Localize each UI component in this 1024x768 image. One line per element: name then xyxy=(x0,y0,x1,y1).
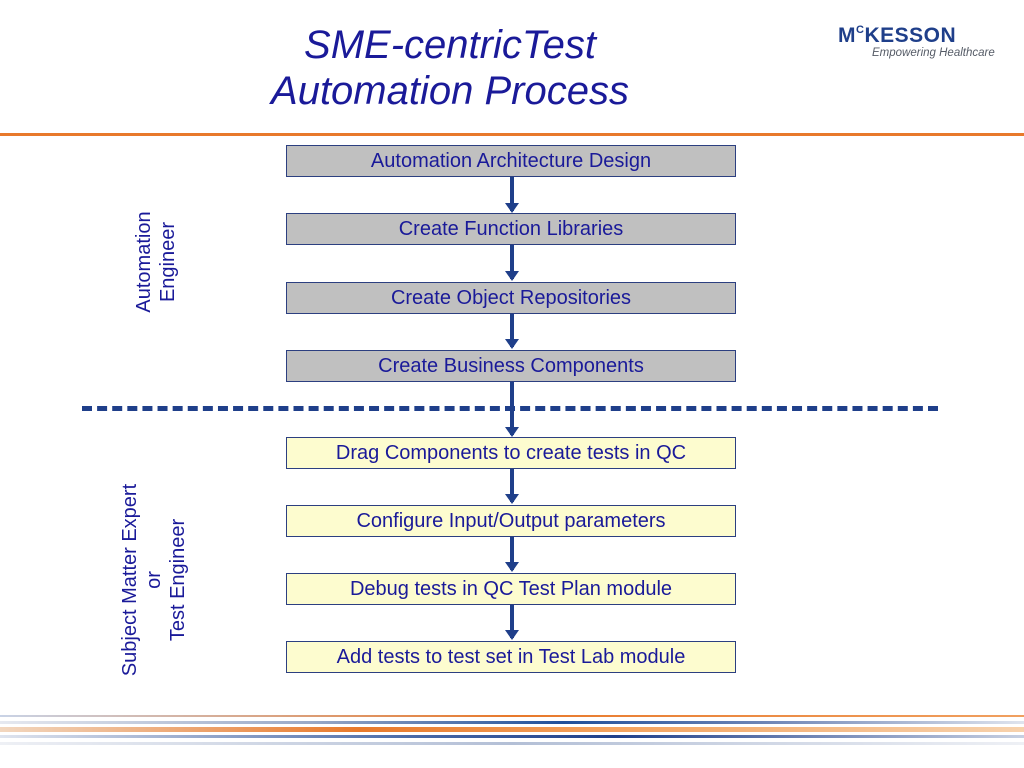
step-box-3: Create Object Repositories xyxy=(286,282,736,314)
logo-tagline: Empowering Healthcare xyxy=(872,47,995,59)
step-box-4: Create Business Components xyxy=(286,350,736,382)
mckesson-logo: MCKESSON Empowering Healthcare xyxy=(838,24,998,59)
arrow-5-6 xyxy=(505,469,519,504)
step-box-2: Create Function Libraries xyxy=(286,213,736,245)
arrow-7-8 xyxy=(505,605,519,640)
logo-name: MCKESSON xyxy=(838,24,957,47)
title-line-2: Automation Process xyxy=(271,69,629,113)
role-label-automation-engineer: Automation Engineer xyxy=(133,211,179,313)
footer-stripes xyxy=(0,715,1024,751)
step-box-1: Automation Architecture Design xyxy=(286,145,736,177)
role-label-sme-or-test-engineer: Subject Matter Expert or Test Engineer xyxy=(119,483,189,677)
step-box-7: Debug tests in QC Test Plan module xyxy=(286,573,736,605)
title-line-1: SME-centricTest xyxy=(304,23,596,67)
step-box-6: Configure Input/Output parameters xyxy=(286,505,736,537)
slide-title: SME-centricTest Automation Process xyxy=(200,22,700,114)
arrow-6-7 xyxy=(505,537,519,572)
header-rule xyxy=(0,133,1024,136)
arrow-2-3 xyxy=(505,245,519,281)
arrow-4-5 xyxy=(505,382,519,437)
arrow-3-4 xyxy=(505,314,519,349)
step-box-5: Drag Components to create tests in QC xyxy=(286,437,736,469)
step-box-8: Add tests to test set in Test Lab module xyxy=(286,641,736,673)
arrow-1-2 xyxy=(505,177,519,213)
